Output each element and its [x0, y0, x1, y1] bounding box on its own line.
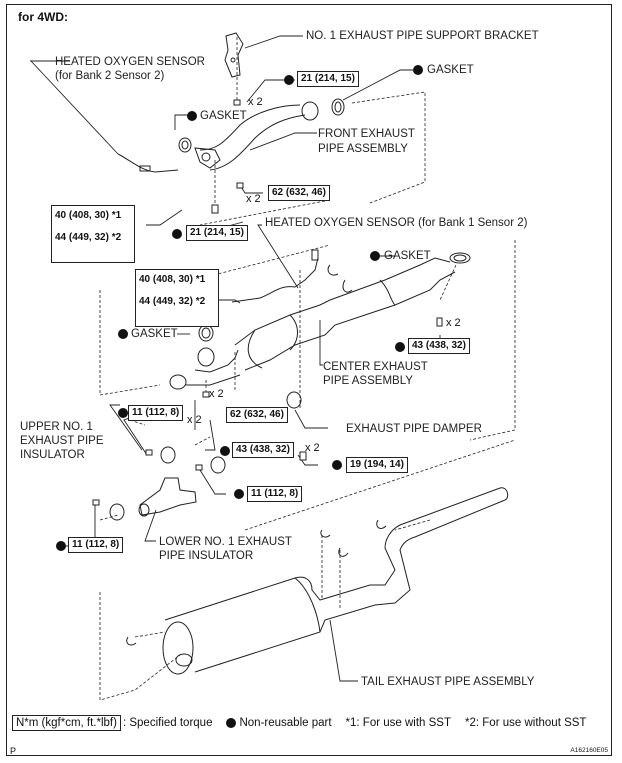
torque-center-inlet-bolt: 43 (438, 32)	[232, 442, 294, 458]
hanger-shapes	[126, 264, 387, 646]
label-upper-insulator-line2: EXHAUST PIPE	[20, 435, 104, 447]
non-reusable-icon	[234, 489, 244, 499]
quantity-center-inlet-nut: x 2	[209, 388, 224, 400]
non-reusable-icon	[220, 446, 230, 456]
leader-lines	[30, 35, 441, 682]
front-exhaust-pipe-shape	[194, 101, 319, 171]
quantity-front-pipe-nut: x 2	[246, 193, 261, 205]
label-gasket-front-outlet: GASKET	[427, 64, 474, 76]
label-support-bracket: NO. 1 EXHAUST PIPE SUPPORT BRACKET	[306, 30, 539, 42]
torque-front-pipe-bolt: 21 (214, 15)	[186, 225, 248, 241]
torque-ho2s-bank2: 40 (408, 30) *1 44 (449, 32) *2	[51, 205, 135, 263]
torque-ho2s-bank1: 40 (408, 30) *1 44 (449, 32) *2	[135, 269, 219, 327]
non-reusable-icon	[172, 229, 182, 239]
label-exhaust-damper: EXHAUST PIPE DAMPER	[346, 423, 482, 435]
torque-ho2s-bank1-sst: 40 (408, 30) *1	[139, 274, 206, 285]
torque-center-inlet-nut: 62 (632, 46)	[226, 407, 288, 423]
legend-torque-unit: N*m (kgf*cm, ft.*lbf)	[12, 715, 121, 731]
quantity-bracket-nut: x 2	[248, 96, 263, 108]
quantity-damper-bolt: x 2	[305, 442, 320, 454]
support-bracket-shape	[224, 32, 244, 78]
label-tail-pipe: TAIL EXHAUST PIPE ASSEMBLY	[361, 676, 535, 688]
non-reusable-icon	[187, 111, 197, 121]
label-ho2s-bank2-line2: (for Bank 2 Sensor 2)	[55, 70, 165, 82]
torque-ho2s-bank2-nosst: 44 (449, 32) *2	[55, 232, 122, 243]
image-id: A162160E05	[570, 747, 608, 754]
non-reusable-icon	[56, 541, 66, 551]
gasket-front-inlet-shape	[178, 137, 192, 153]
torque-bracket-nut: 21 (214, 15)	[297, 71, 359, 87]
non-reusable-icon	[413, 65, 423, 75]
non-reusable-icon	[370, 251, 380, 261]
torque-upper-clamp: 11 (112, 8)	[128, 405, 184, 421]
torque-front-pipe-nut: 62 (632, 46)	[268, 185, 330, 201]
label-center-pipe-line2: PIPE ASSEMBLY	[323, 375, 413, 387]
ho2s-bank2-shape	[117, 153, 179, 173]
torque-ho2s-bank2-sst: 40 (408, 30) *1	[55, 210, 122, 221]
torque-lower-clamp: 11 (112, 8)	[68, 537, 124, 553]
label-center-pipe-line1: CENTER EXHAUST	[323, 361, 428, 373]
legend-non-reusable: Non-reusable part	[239, 717, 332, 729]
dashed-lines	[99, 37, 516, 701]
label-ho2s-bank1: HEATED OXYGEN SENSOR (for Bank 1 Sensor …	[265, 217, 528, 229]
legend-note2: *2: For use without SST	[465, 717, 587, 729]
fastener-shapes	[92, 99, 443, 506]
label-ho2s-bank2-line1: HEATED OXYGEN SENSOR	[55, 56, 205, 68]
insulator-shapes	[109, 446, 226, 521]
label-front-pipe-line1: FRONT EXHAUST	[318, 128, 415, 140]
quantity-center-inlet-bolt: x 2	[187, 414, 202, 426]
label-front-pipe-line2: PIPE ASSEMBLY	[318, 143, 408, 155]
torque-middle-clamp: 11 (112, 8)	[247, 486, 303, 502]
label-gasket-center-inlet: GASKET	[131, 328, 178, 340]
legend-note1: *1: For use with SST	[345, 717, 452, 729]
legend-torque-desc: : Specified torque	[122, 717, 213, 729]
page-mark: P	[10, 746, 17, 756]
non-reusable-icon	[226, 718, 237, 728]
quantity-center-outlet-bolt: x 2	[446, 317, 461, 329]
center-exhaust-pipe-shape	[169, 257, 456, 390]
torque-center-outlet-bolt: 43 (438, 32)	[408, 338, 470, 354]
tail-pipe-shape	[162, 487, 509, 675]
legend: N*m (kgf*cm, ft.*lbf) : Specified torque…	[12, 715, 586, 731]
label-gasket-front-inlet: GASKET	[200, 110, 247, 122]
ho2s-bank1-shape	[231, 249, 319, 303]
gasket-center-inlet-shape	[198, 324, 214, 342]
damper-shape	[286, 391, 302, 409]
torque-ho2s-bank1-nosst: 44 (449, 32) *2	[139, 296, 206, 307]
non-reusable-icon	[118, 329, 128, 339]
label-upper-insulator-line1: UPPER NO. 1	[20, 421, 93, 433]
non-reusable-icon	[332, 460, 342, 470]
label-gasket-center-outlet: GASKET	[384, 250, 431, 262]
non-reusable-icon	[118, 408, 128, 418]
non-reusable-icon	[284, 75, 294, 85]
diagram-frame	[6, 4, 612, 756]
diagram-heading: for 4WD:	[18, 10, 68, 24]
gasket-center-outlet-shape	[449, 252, 471, 264]
label-upper-insulator-line3: INSULATOR	[20, 449, 85, 461]
label-lower-insulator-line1: LOWER NO. 1 EXHAUST	[159, 536, 292, 548]
non-reusable-icon	[395, 342, 405, 352]
label-lower-insulator-line2: PIPE INSULATOR	[159, 550, 254, 562]
gasket-front-outlet-shape	[331, 98, 345, 116]
torque-damper-bolt: 19 (194, 14)	[346, 457, 408, 473]
